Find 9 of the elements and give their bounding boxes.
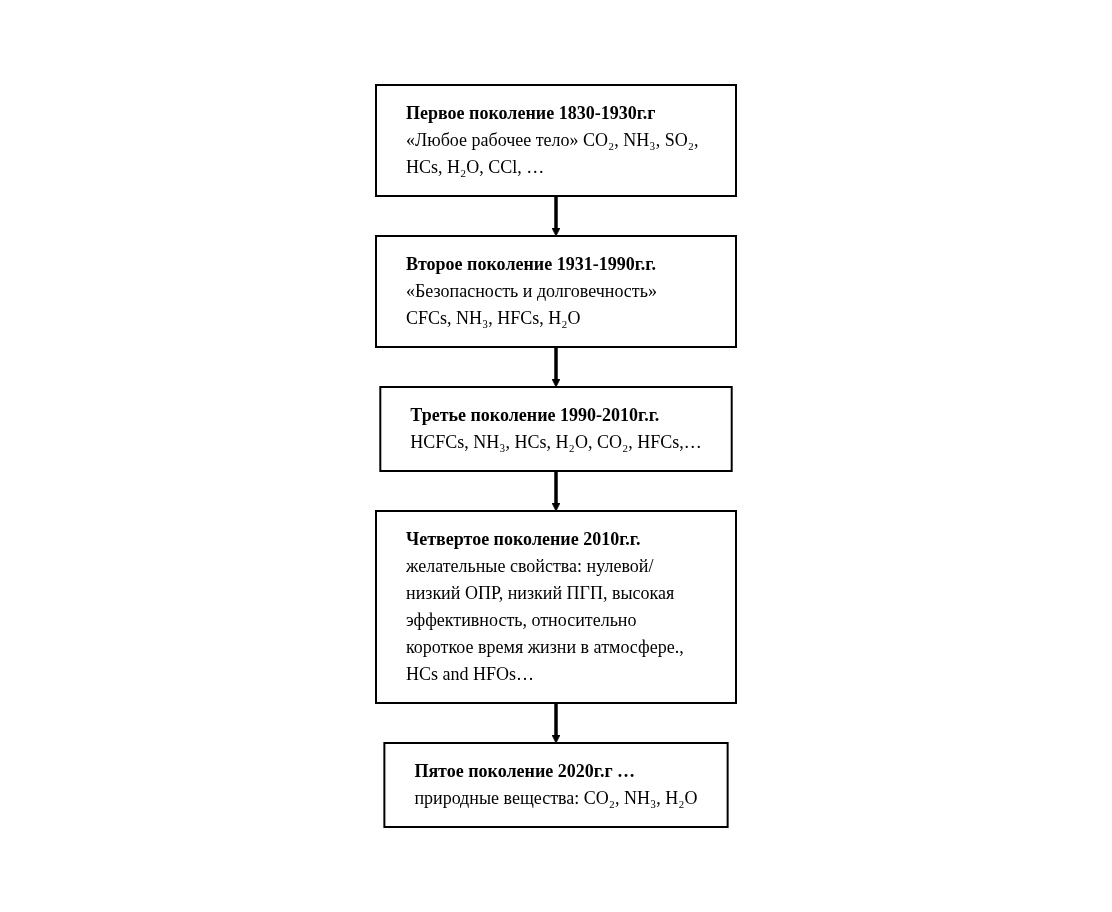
arrow: [551, 703, 561, 744]
node-box: Первое поколение 1830-1930г.г «Любое рабочее тело» CO₂, NH₃, SO₂, HCs, H₂O, CCl, …: [375, 84, 737, 197]
arrow: [551, 196, 561, 237]
arrow: [551, 347, 561, 388]
node-box: Третье поколение 1990-2010г.г. HCFCs, NH₃, HCs, H₂O, CO₂, HFCs,…: [379, 386, 733, 472]
node-box: Четвертое поколение 2010г.г. желательные свойства: нулевой/низкий ОПР, низкий ПГП, высокая эффективность, относительно короткое время жизни в атмосфере., HCs and HFOs…: [375, 510, 737, 704]
node-box: Второе поколение 1931-1990г.г. «Безопасность и долговечность» CFCs, NH₃, HFCs, H₂O: [375, 235, 737, 348]
arrow: [551, 471, 561, 512]
node-box: Пятое поколение 2020г.г … природные вещества: CO₂, NH₃, H₂O: [383, 742, 729, 828]
